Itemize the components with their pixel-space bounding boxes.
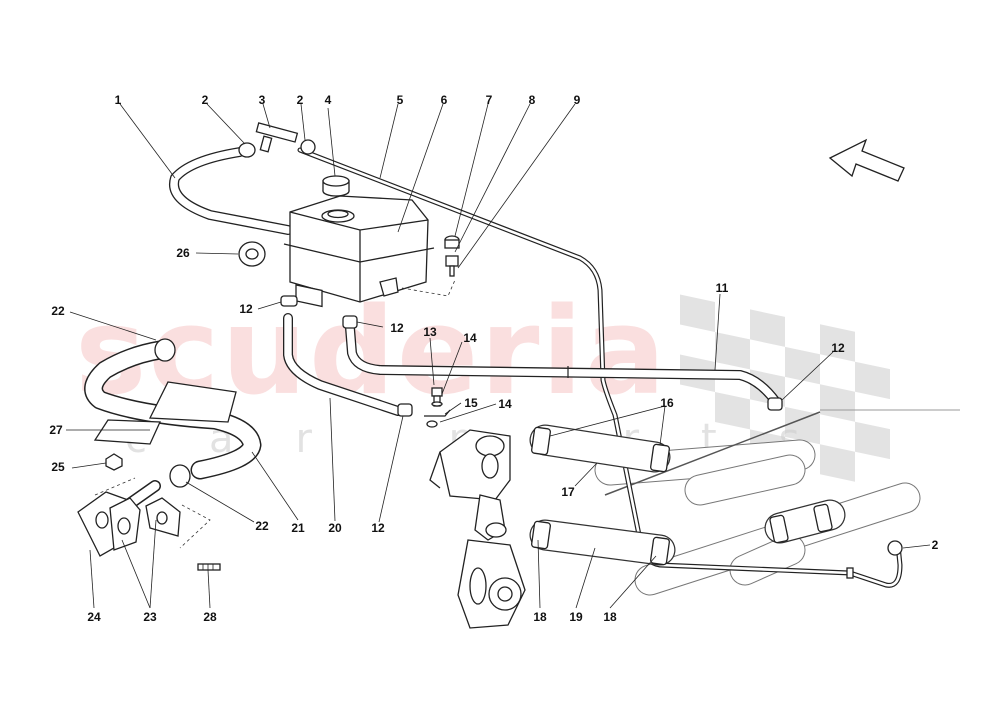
callout-28: 28	[203, 610, 217, 624]
callout-2: 2	[202, 93, 209, 107]
hose-20	[283, 313, 403, 416]
callout-18: 18	[533, 610, 547, 624]
hose-21	[84, 338, 262, 488]
callout-12: 12	[390, 321, 404, 335]
tube-17	[529, 424, 671, 473]
callout-12: 12	[831, 341, 845, 355]
callout-4: 4	[325, 93, 332, 107]
callout-numbers: 1 2 3 2 4 5 6 7 8 9 26 12 12 22 13 14 11…	[49, 93, 938, 624]
callout-24: 24	[87, 610, 101, 624]
arrow-up-left-icon	[828, 138, 905, 182]
callout-16: 16	[660, 396, 674, 410]
callout-27: 27	[49, 423, 63, 437]
tube-19	[529, 519, 676, 566]
t-piece-3	[238, 122, 316, 158]
water-pump-housing	[429, 429, 526, 629]
callout-20: 20	[328, 521, 342, 535]
callout-7: 7	[486, 93, 493, 107]
callout-19: 19	[569, 610, 583, 624]
callout-5: 5	[397, 93, 404, 107]
right-tube-clamps	[764, 499, 903, 556]
callout-22: 22	[51, 304, 65, 318]
callout-3: 3	[259, 93, 266, 107]
pad-26	[238, 241, 266, 267]
callout-26: 26	[176, 246, 190, 260]
callout-9: 9	[574, 93, 581, 107]
callout-2: 2	[297, 93, 304, 107]
callout-1: 1	[115, 93, 122, 107]
callout-23: 23	[143, 610, 157, 624]
gasket-27	[93, 381, 237, 445]
callout-12: 12	[371, 521, 385, 535]
callout-21: 21	[291, 521, 305, 535]
callout-2: 2	[932, 538, 939, 552]
callout-14: 14	[498, 397, 512, 411]
callout-14: 14	[463, 331, 477, 345]
nut-25	[105, 453, 123, 471]
callout-17: 17	[561, 485, 575, 499]
clamps-12	[280, 295, 783, 417]
callout-15: 15	[464, 396, 478, 410]
callout-25: 25	[51, 460, 65, 474]
leader-lines	[66, 103, 931, 609]
callout-12: 12	[239, 302, 253, 316]
hose-1	[169, 147, 293, 235]
callout-18: 18	[603, 610, 617, 624]
callout-13: 13	[423, 325, 437, 339]
callout-22: 22	[255, 519, 269, 533]
callout-8: 8	[529, 93, 536, 107]
hose-11	[345, 323, 781, 407]
flanges-23-24	[77, 477, 211, 557]
callout-11: 11	[716, 281, 729, 295]
callout-6: 6	[441, 93, 448, 107]
stud-28	[197, 563, 221, 571]
cap-4	[322, 175, 350, 197]
expansion-tank-6	[283, 195, 435, 308]
